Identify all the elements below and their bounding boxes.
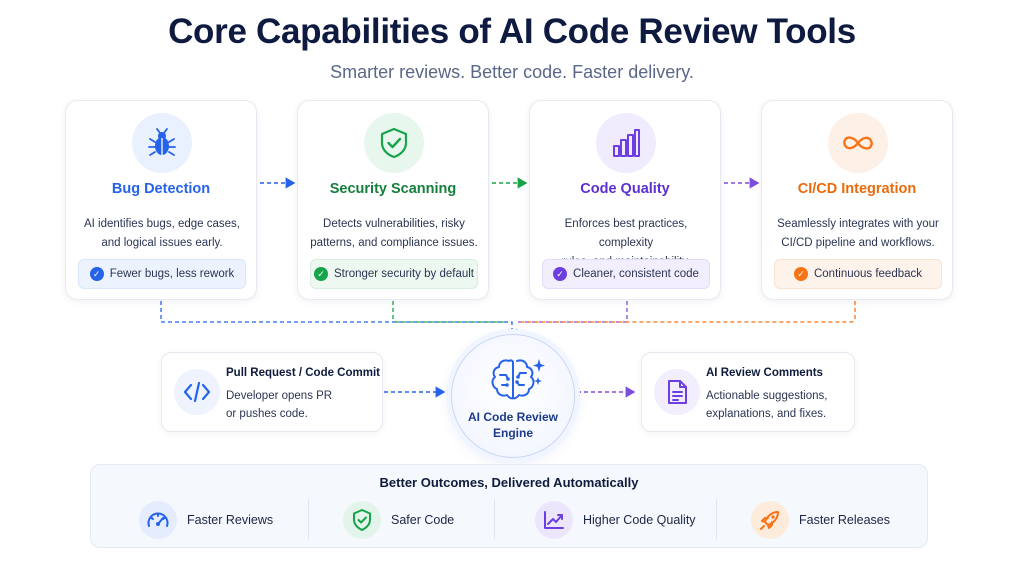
rocket-icon [751,501,789,539]
outcome-faster-reviews: Faster Reviews [139,501,273,539]
connector-quality-to-engine [516,301,628,323]
outcome-divider [716,499,717,539]
card-title: CI/CD Integration [797,181,917,197]
flow-output-review-comments: AI Review Comments Actionable suggestion… [641,352,855,432]
card-title: Security Scanning [329,181,457,197]
card-description: AI identifies bugs, edge cases, and logi… [84,218,240,249]
card-cicd-integration: CI/CD Integration Seamlessly integrates … [761,100,953,300]
flow-input-pull-request: Pull Request / Code Commit Developer ope… [161,352,383,432]
outcomes-panel: Better Outcomes, Delivered Automatically… [90,464,928,548]
bar-chart-icon [596,113,656,173]
check-icon: ✓ [314,267,328,281]
brain-circuit-icon [491,359,545,400]
flow-title: AI Review Comments [706,367,823,379]
card-bug-detection: Bug Detection AI identifies bugs, edge c… [65,100,257,300]
outcome-safer-code: Safer Code [343,501,454,539]
outcome-label: Faster Reviews [187,513,274,527]
card-security-scanning: Security Scanning Detects vulnerabilitie… [297,100,489,300]
outcome-higher-code-quality: Higher Code Quality [535,501,696,539]
connector-cicd-to-engine [518,301,856,323]
benefit-badge: ✓ Fewer bugs, less rework [78,259,246,289]
infinity-icon [828,113,888,173]
page-title: Core Capabilities of AI Code Review Tool… [168,12,856,51]
check-icon: ✓ [553,267,568,281]
card-code-quality: Code Quality Enforces best practices, co… [529,100,721,300]
bug-icon [132,113,192,173]
outcomes-title: Better Outcomes, Delivered Automatically [379,475,639,490]
card-title: Bug Detection [111,181,211,197]
outcome-faster-releases: Faster Releases [751,501,890,539]
card-description: Seamlessly integrates with your CI/CD pi… [777,218,939,249]
card-description: Detects vulnerabilities, risky patterns,… [310,218,478,249]
shield-check-icon [364,113,424,173]
flow-description: Actionable suggestions, explanations, an… [706,390,828,420]
connector-bug-to-engine [160,301,513,333]
outcome-divider [308,499,309,539]
ai-code-review-engine: AI Code Review Engine [451,334,575,458]
document-icon [654,369,700,415]
benefit-badge: ✓ Stronger security by default [310,259,478,289]
speedometer-icon [139,501,177,539]
outcome-label: Higher Code Quality [583,513,696,527]
card-title: Code Quality [580,181,670,197]
benefit-badge: ✓ Continuous feedback [774,259,942,289]
connector-security-to-engine [392,301,508,323]
code-icon [174,369,220,415]
flow-description: Developer opens PR or pushes code. [226,390,333,420]
outcome-divider [494,499,495,539]
check-icon: ✓ [89,267,104,281]
page-subtitle: Smarter reviews. Better code. Faster del… [330,62,694,82]
outcome-label: Safer Code [391,513,455,527]
trend-up-icon [535,501,573,539]
check-icon: ✓ [793,267,808,281]
benefit-badge: ✓ Cleaner, consistent code [542,259,710,289]
outcome-label: Faster Releases [799,513,891,527]
shield-check-icon [343,501,381,539]
flow-title: Pull Request / Code Commit [226,367,380,379]
engine-label: AI Code Review Engine [467,410,559,440]
